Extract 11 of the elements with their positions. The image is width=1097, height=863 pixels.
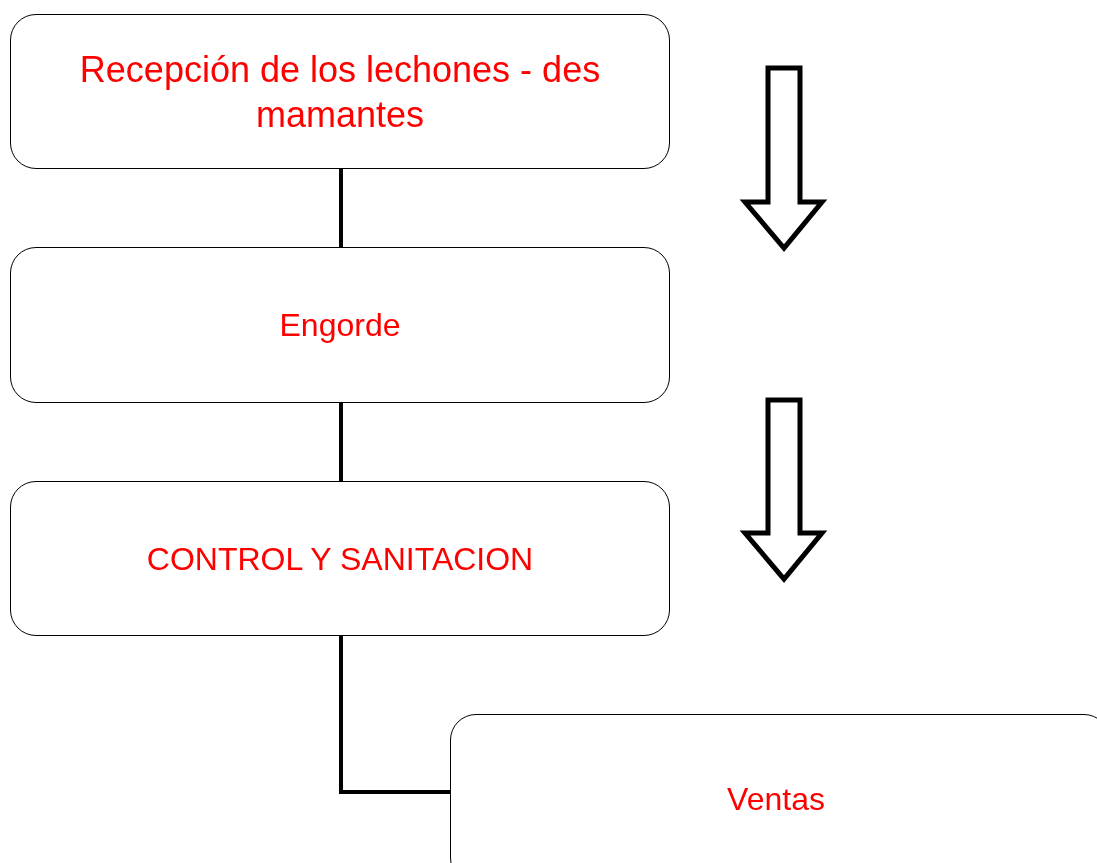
step-label: Ventas <box>727 780 826 819</box>
connector-line <box>339 403 343 481</box>
process-box <box>10 481 670 636</box>
process-box <box>10 247 670 403</box>
process-box <box>10 14 670 169</box>
step-label: CONTROL Y SANITACION <box>146 539 534 579</box>
process-box <box>450 714 1097 863</box>
step-label: Engorde <box>279 306 401 345</box>
step-label: Recepción de los lechones - des mamantes <box>78 47 602 137</box>
connector-line <box>339 636 450 794</box>
connector-line <box>339 169 343 247</box>
